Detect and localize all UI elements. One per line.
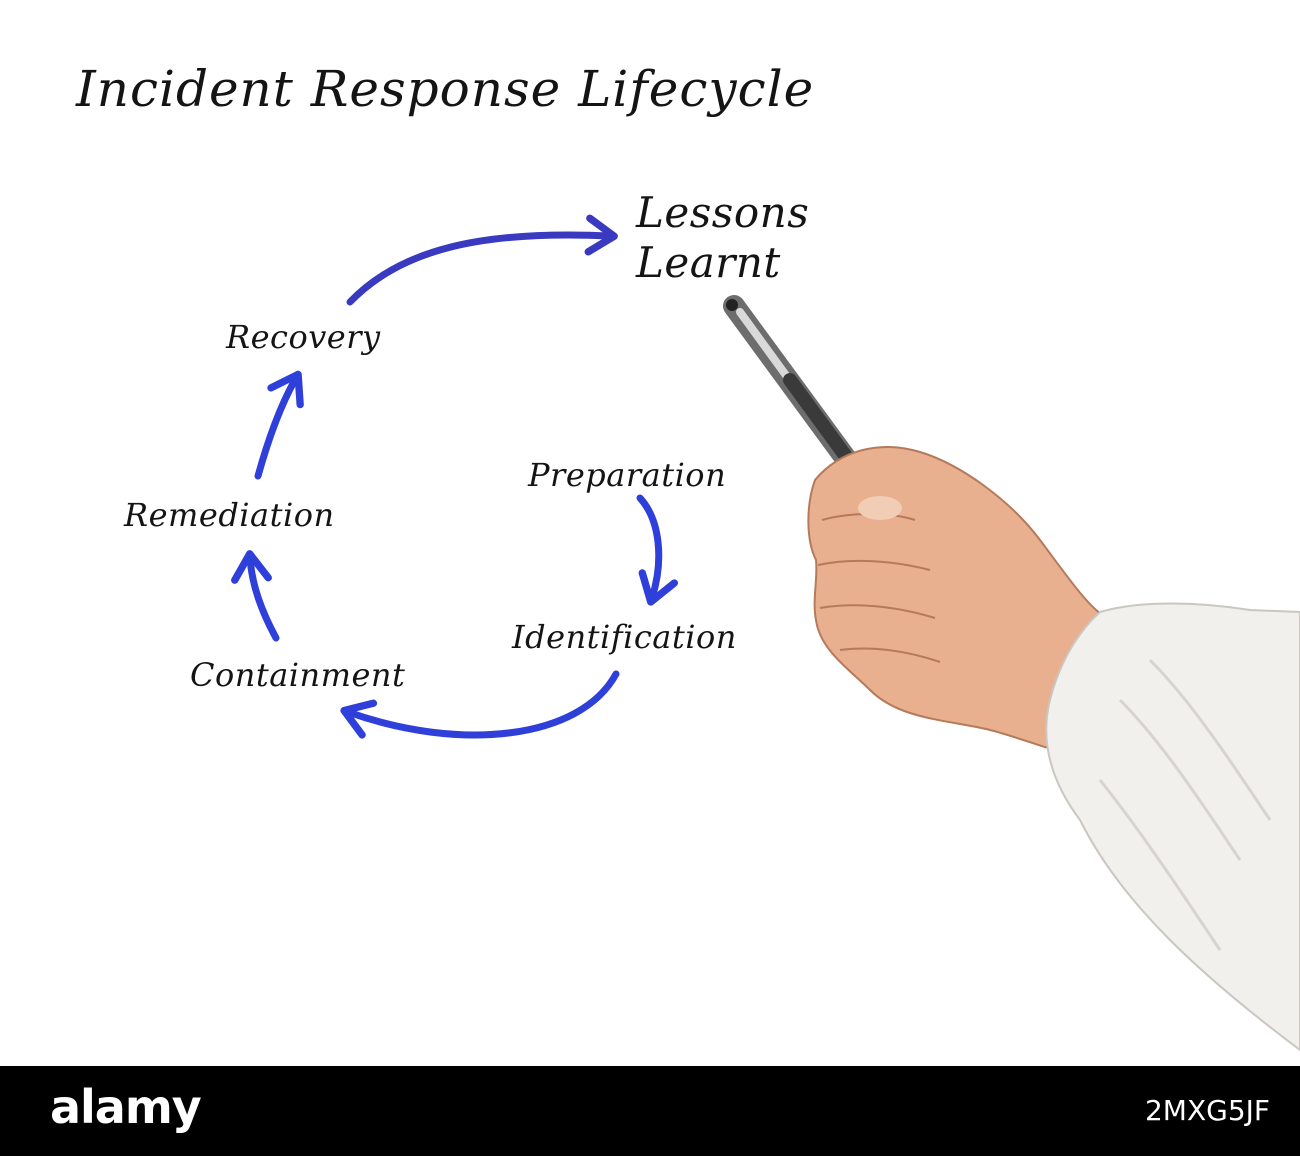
stage-lessons-learnt: Lessons Learnt	[636, 188, 810, 287]
diagram-canvas: Incident Response Lifecycle Lessons Lear…	[76, 60, 1300, 1052]
stage-preparation: Preparation	[528, 456, 727, 494]
image-id: 2MXG5JF	[1144, 1094, 1270, 1127]
stage-remediation: Remediation	[124, 496, 335, 534]
arrow-preparation-to-identification	[636, 494, 679, 606]
stage-identification: Identification	[512, 618, 737, 656]
diagram-title: Incident Response Lifecycle	[76, 60, 815, 118]
hand-with-pen	[723, 295, 1300, 1052]
arrow-remediation-to-recovery	[254, 370, 304, 480]
cycle-arrows	[231, 214, 679, 739]
arrow-recovery-to-lessons	[346, 214, 618, 306]
arrow-identification-to-containment	[340, 670, 620, 739]
sleeve-icon	[1045, 602, 1300, 1052]
footer-bar: alamy 2MXG5JF	[0, 1066, 1300, 1156]
stage-recovery: Recovery	[226, 318, 381, 356]
hand-icon	[807, 446, 1111, 762]
alamy-logo: alamy	[50, 1080, 202, 1134]
stage-containment: Containment	[190, 656, 406, 694]
arrow-containment-to-remediation	[231, 550, 280, 642]
